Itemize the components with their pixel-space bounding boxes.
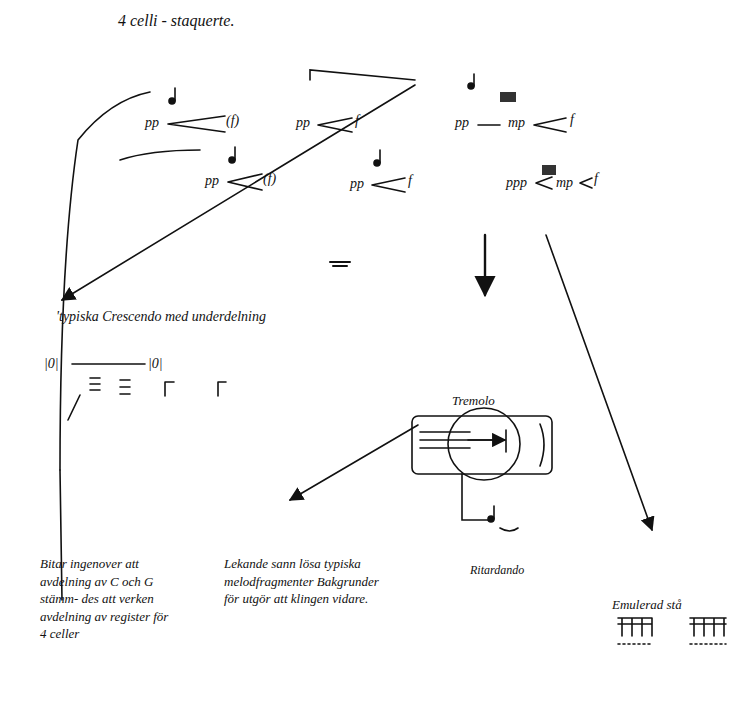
handwritten-note: Emulerad stå xyxy=(612,596,682,614)
heading-note: 4 celli - staquerte. xyxy=(118,10,234,32)
handwritten-note: Bitar ingenover att avdelning av C och G… xyxy=(40,555,170,643)
dynamic-mark: ppp xyxy=(506,174,527,193)
dynamic-mark: pp xyxy=(296,114,310,133)
technique-label: Tremolo xyxy=(452,392,495,410)
interval-mark: |0| xyxy=(44,355,59,374)
dynamic-mark: f xyxy=(408,172,412,191)
dynamic-mark: pp xyxy=(145,114,159,133)
dynamic-mark: f xyxy=(570,111,574,130)
dynamic-mark: pp xyxy=(455,114,469,133)
dynamic-mark: pp xyxy=(350,175,364,194)
dynamic-mark: f xyxy=(355,112,359,131)
dynamic-mark: mp xyxy=(508,114,525,133)
crescendo-note: 'typiska Crescendo med underdelning xyxy=(56,308,266,327)
technique-label: Ritardando xyxy=(470,562,524,578)
dynamic-mark: (f) xyxy=(226,112,239,131)
dynamic-mark: f xyxy=(594,170,598,189)
interval-mark: |0| xyxy=(148,355,163,374)
dynamic-mark: pp xyxy=(205,172,219,191)
dynamic-mark: (f) xyxy=(263,170,276,189)
dynamic-mark: mp xyxy=(556,174,573,193)
handwritten-note: Lekande sann lösa typiska melodfragmente… xyxy=(224,555,394,608)
